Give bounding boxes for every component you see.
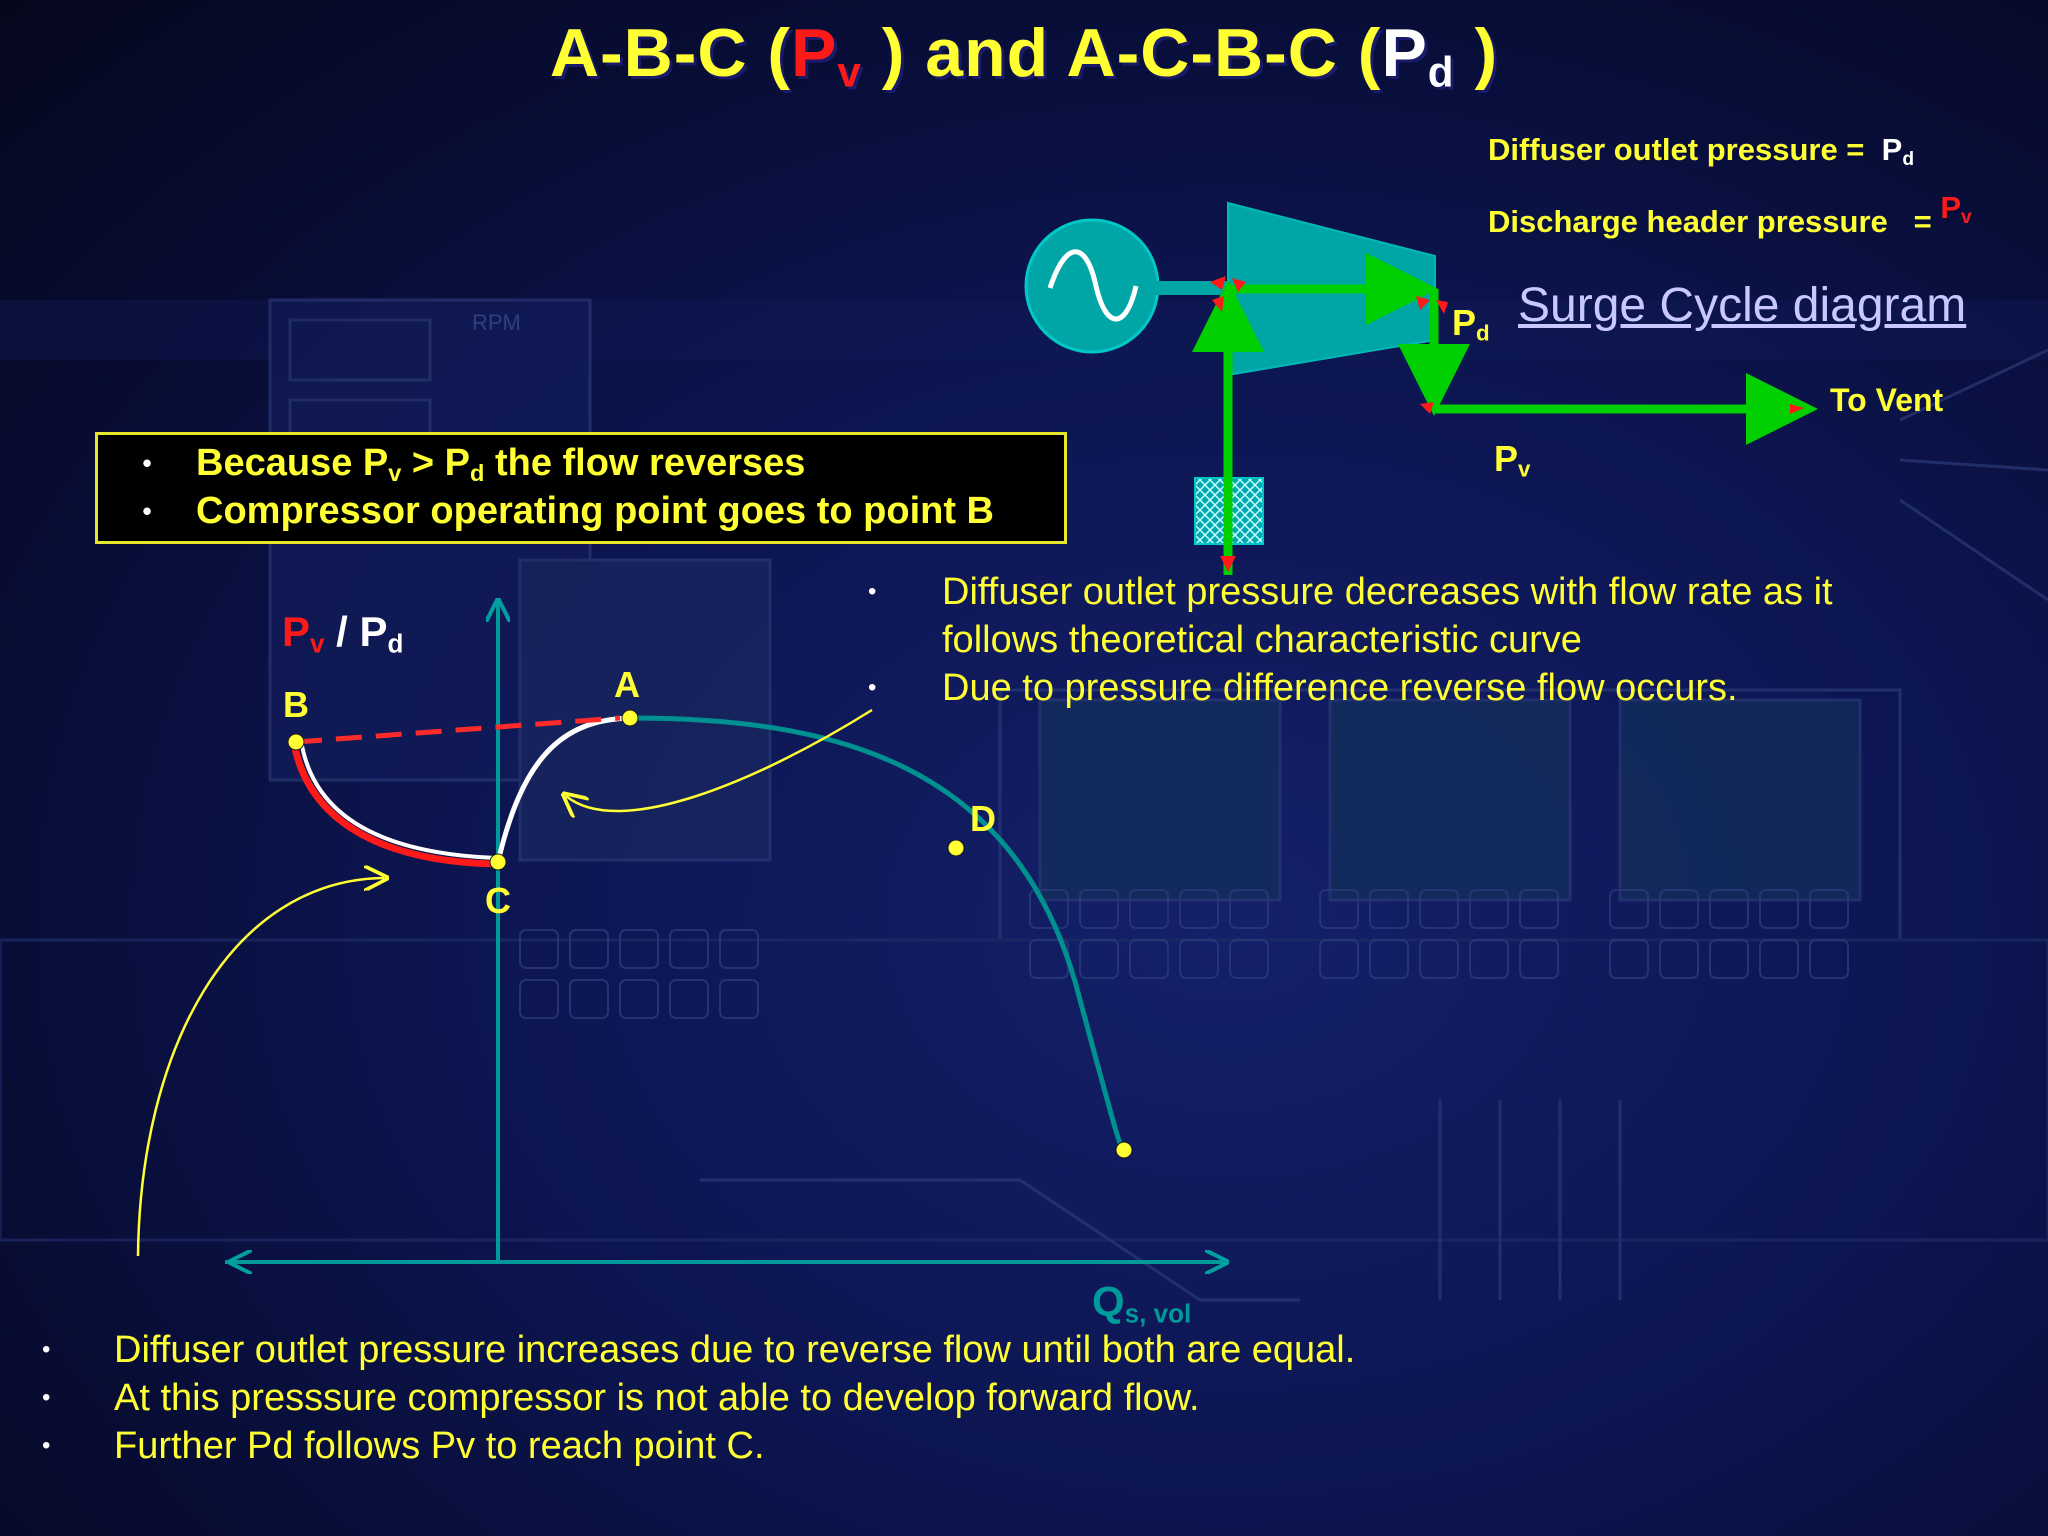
note-bottom-2: •At this presssure compressor is not abl… — [42, 1377, 1200, 1419]
background-key — [619, 929, 659, 969]
background-key — [669, 929, 709, 969]
curve-c-a — [495, 715, 631, 863]
background-key — [1179, 889, 1219, 929]
background-key — [1709, 889, 1749, 929]
bullet-icon: • — [142, 447, 152, 478]
background-key — [569, 929, 609, 969]
background-key — [1809, 889, 1849, 929]
slide-title: A-B-C (Pv ) and A-C-B-C (Pd ) — [0, 14, 2048, 93]
point-c-dot — [489, 853, 507, 871]
background-key — [1229, 889, 1269, 929]
point-a-label: A — [614, 664, 640, 705]
flow-path — [1192, 253, 1818, 575]
title-part-2: ) and A-C-B-C ( — [861, 15, 1382, 91]
curve-end-dot — [1115, 1141, 1133, 1159]
callout-line-1: • Because Pv > Pd the flow reverses — [98, 439, 1064, 487]
note-top-2: •Due to pressure difference reverse flow… — [868, 667, 1738, 709]
note-bottom-1: •Diffuser outlet pressure increases due … — [42, 1329, 1356, 1371]
background-key — [1469, 939, 1509, 979]
legend-diffuser-sub: d — [1902, 148, 1915, 170]
callout-arrow-top — [566, 708, 873, 811]
point-b-label: B — [283, 684, 309, 725]
dashed-line-b-a — [295, 715, 621, 745]
legend-discharge-label: Discharge header pressure — [1488, 204, 1888, 239]
title-pv: P — [791, 15, 838, 91]
title-pv-sub: v — [837, 48, 862, 96]
background-key — [1419, 939, 1459, 979]
background-key — [1609, 889, 1649, 929]
legend-discharge-sub: v — [1961, 206, 1972, 228]
callout-box: • Because Pv > Pd the flow reverses • Co… — [95, 432, 1067, 544]
legend-diffuser-label: Diffuser outlet pressure = — [1488, 132, 1865, 167]
background-key — [569, 979, 609, 1019]
background-key — [1709, 939, 1749, 979]
background-key — [1079, 889, 1119, 929]
curve-b-c-red — [289, 736, 499, 868]
operating-points — [287, 709, 1133, 1159]
legend-diffuser-symbol: P — [1881, 132, 1903, 167]
background-key — [1319, 889, 1359, 929]
background-key — [1519, 939, 1559, 979]
legend-discharge-symbol: P — [1940, 190, 1962, 225]
note-top-1: •Diffuser outlet pressure decreases with… — [868, 571, 1833, 661]
notes-bottom: •Diffuser outlet pressure increases due … — [42, 1326, 1542, 1470]
background-key — [719, 929, 759, 969]
note-bottom-3: •Further Pd follows Pv to reach point C. — [42, 1425, 765, 1467]
y-axis-label: Pv / Pd — [282, 608, 404, 659]
callout-line-2: • Compressor operating point goes to poi… — [98, 487, 1064, 535]
graph-axes — [225, 602, 1225, 1262]
background-key — [1469, 889, 1509, 929]
surge-cycle-link[interactable]: Surge Cycle diagram — [1518, 279, 1967, 332]
x-axis-label: Qs, vol — [1092, 1278, 1192, 1329]
background-key — [1129, 889, 1169, 929]
background-key — [1519, 889, 1559, 929]
title-part-1: A-B-C ( — [549, 15, 792, 91]
point-c-label: C — [485, 880, 511, 921]
legend-diffuser: Diffuser outlet pressure = Pd — [1488, 132, 1915, 170]
point-b-dot — [287, 733, 305, 751]
characteristic-curve — [629, 715, 1126, 1153]
background-key — [1759, 889, 1799, 929]
motor-symbol — [1024, 218, 1160, 354]
background-key — [1809, 939, 1849, 979]
notes-top: •Diffuser outlet pressure decreases with… — [868, 568, 2008, 712]
background-key — [1229, 939, 1269, 979]
point-d-label: D — [970, 798, 996, 839]
background-key — [1079, 939, 1119, 979]
to-vent-label: To Vent — [1830, 382, 1944, 418]
schematic-pv-label: Pv — [1494, 438, 1531, 482]
background-key — [1319, 939, 1359, 979]
background-key — [519, 929, 559, 969]
background-key — [619, 979, 659, 1019]
schematic-pd-label: Pd — [1452, 302, 1490, 346]
point-d-dot — [947, 839, 965, 857]
title-pd-sub: d — [1427, 48, 1455, 96]
background-key — [1129, 939, 1169, 979]
bullet-icon: • — [142, 495, 152, 526]
background-key — [1419, 889, 1459, 929]
background-key — [1609, 939, 1649, 979]
title-part-3: ) — [1454, 15, 1499, 91]
background-key — [1029, 889, 1069, 929]
callout-arrow-bottom — [136, 878, 384, 1257]
curve-b-c-white — [299, 739, 499, 860]
background-key — [1659, 939, 1699, 979]
reverse-flow-markers — [1210, 276, 1804, 572]
ac-wave-icon — [1047, 249, 1139, 322]
background-key — [1369, 889, 1409, 929]
background-key — [519, 979, 559, 1019]
background-key — [1659, 889, 1699, 929]
legend-discharge-eq: = — [1913, 204, 1932, 239]
background-key — [1179, 939, 1219, 979]
background-key — [1759, 939, 1799, 979]
legend-discharge: Discharge header pressure = Pv — [1488, 190, 1972, 240]
title-pd: P — [1381, 15, 1428, 91]
background-rpm-text: RPM — [472, 310, 521, 335]
point-a-dot — [621, 709, 639, 727]
background-key — [669, 979, 709, 1019]
background-key — [1369, 939, 1409, 979]
background-key — [719, 979, 759, 1019]
